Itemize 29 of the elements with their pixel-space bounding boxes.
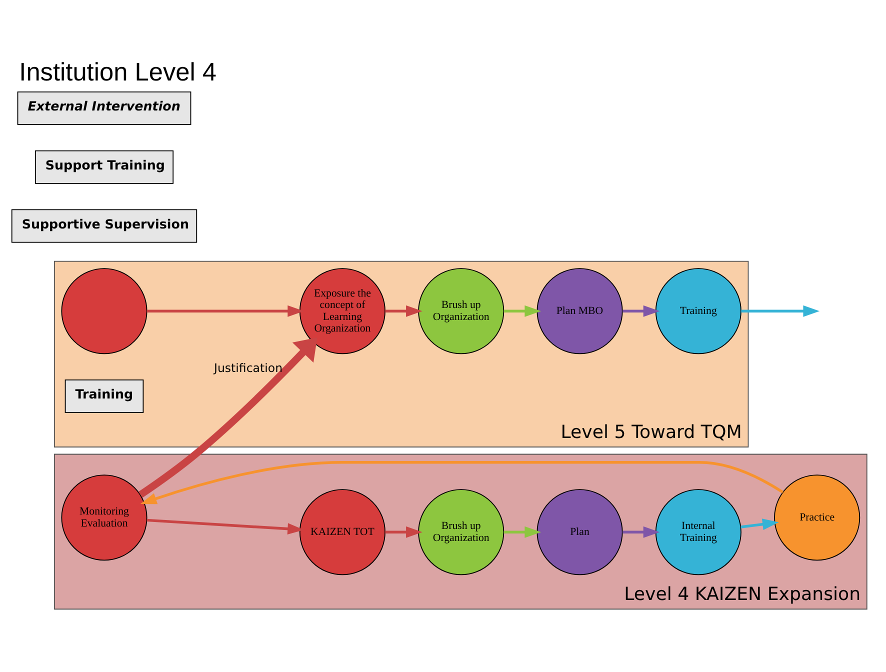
arrow xyxy=(740,518,779,530)
node-circle: Plan MBO xyxy=(536,268,623,354)
arrow xyxy=(146,518,304,534)
arrow xyxy=(385,304,422,316)
node-box: External Intervention xyxy=(17,91,192,124)
diagram-title: Institution Level 4 xyxy=(19,58,217,86)
arrow xyxy=(385,526,422,538)
node-circle: Internal Training xyxy=(655,488,742,575)
node-circle: Plan xyxy=(536,488,623,575)
arrow xyxy=(622,526,660,538)
arrow xyxy=(622,304,660,316)
arrow xyxy=(138,336,318,498)
node-circle: KAIZEN TOT xyxy=(299,488,386,575)
node-circle: Exposure the concept of Learning Organization xyxy=(299,268,386,354)
arrow xyxy=(140,460,784,504)
node-circle xyxy=(61,268,148,354)
node-box: Supportive Supervision xyxy=(11,208,198,242)
node-box: Training xyxy=(64,379,144,413)
arrow xyxy=(504,304,542,316)
node-circle: Brush up Organization xyxy=(418,488,504,575)
node-circle: Brush up Organization xyxy=(418,268,504,354)
arrow xyxy=(146,304,304,316)
node-box: Support Training xyxy=(34,150,174,184)
node-circle: Monitoring Evaluation xyxy=(61,474,148,560)
edge-label: Justification xyxy=(214,360,283,375)
arrow xyxy=(504,526,542,538)
node-circle: Training xyxy=(655,268,742,354)
arrow xyxy=(741,304,820,316)
node-circle: Practice xyxy=(774,474,860,560)
